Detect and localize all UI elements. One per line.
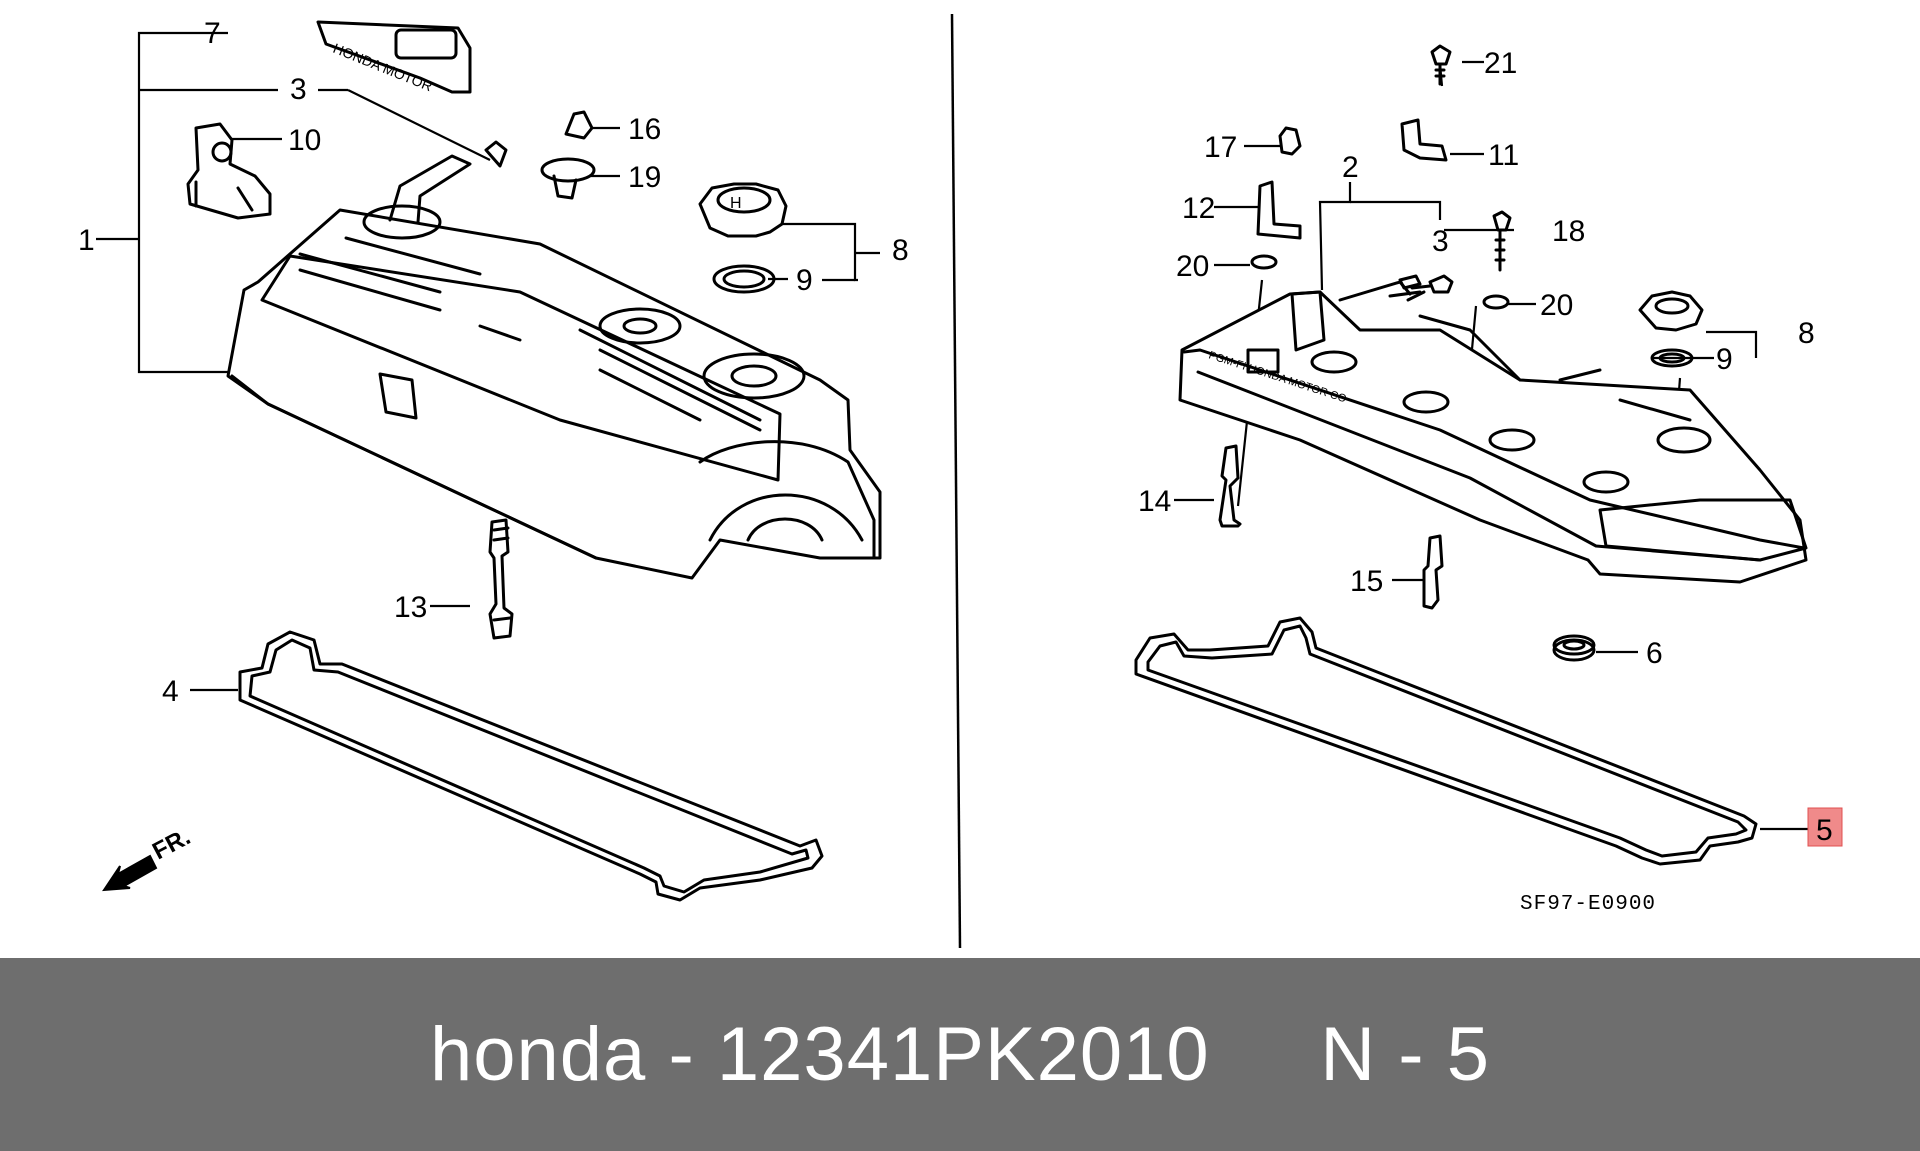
ref-number: 5 [1446,1012,1490,1097]
drawing-code: SF97-E0900 [1520,893,1656,916]
callout-12: 12 [1182,192,1215,225]
callout-16: 16 [628,113,661,146]
callout-5-highlight[interactable]: 5 [1816,814,1833,847]
panel-divider [950,13,962,949]
svg-text:H: H [730,195,742,212]
callout-20-lower: 20 [1540,289,1573,322]
callout-8: 8 [892,234,909,267]
callout-9-right: 9 [1716,343,1733,376]
gasket-right [1134,616,1758,866]
gasket-left [238,630,824,902]
seal-part [1552,634,1596,662]
callout-8-right: 8 [1798,317,1815,350]
callout-17: 17 [1204,131,1237,164]
callout-9: 9 [796,264,813,297]
callout-20-upper: 20 [1176,250,1209,283]
oil-cap-right [1638,290,1704,368]
valve-cover-left [226,140,882,580]
stud-bolts-right [1218,444,1444,610]
callout-10: 10 [288,124,321,157]
footer-caption: honda - 12341PK2010 N - 5 [430,1011,1490,1098]
right-small-parts [1250,44,1512,310]
front-marker-label: FR. [148,823,195,865]
brand-name: honda [429,1012,647,1097]
footer-bar: honda - 12341PK2010 N - 5 [0,958,1920,1151]
ref-separator: - [1398,1012,1425,1097]
left-leader-lines [96,31,880,692]
callout-7: 7 [204,17,221,50]
callout-21: 21 [1484,47,1517,80]
callout-11: 11 [1488,139,1519,172]
callout-19: 19 [628,161,661,194]
small-cap-parts [540,110,596,200]
caption-separator: - [668,1012,695,1097]
front-direction-marker: FR. [102,823,195,892]
callout-2: 2 [1342,151,1359,184]
callout-14: 14 [1138,485,1171,518]
diagram-area: HONDA MOTOR H [78,13,1843,949]
ref-prefix: N [1320,1012,1377,1097]
callout-6: 6 [1646,637,1663,670]
oil-cap-left: H [698,182,788,294]
honda-emblem-part: HONDA MOTOR [316,20,472,94]
part-number: 12341PK2010 [716,1012,1210,1097]
callout-1: 1 [78,224,95,257]
callout-15: 15 [1350,565,1383,598]
bracket-part [186,122,272,220]
callout-13: 13 [394,591,427,624]
highlighted-callout[interactable]: 5 [1807,807,1843,847]
callout-4: 4 [162,675,179,708]
stud-bolt-left [488,518,514,640]
callout-18: 18 [1552,215,1585,248]
callout-3-right: 3 [1432,225,1449,258]
callout-3: 3 [290,73,307,106]
parts-diagram: HONDA MOTOR H [78,13,1843,949]
valve-cover-right: PGM-FI HONDA MOTOR CO [1178,274,1808,584]
